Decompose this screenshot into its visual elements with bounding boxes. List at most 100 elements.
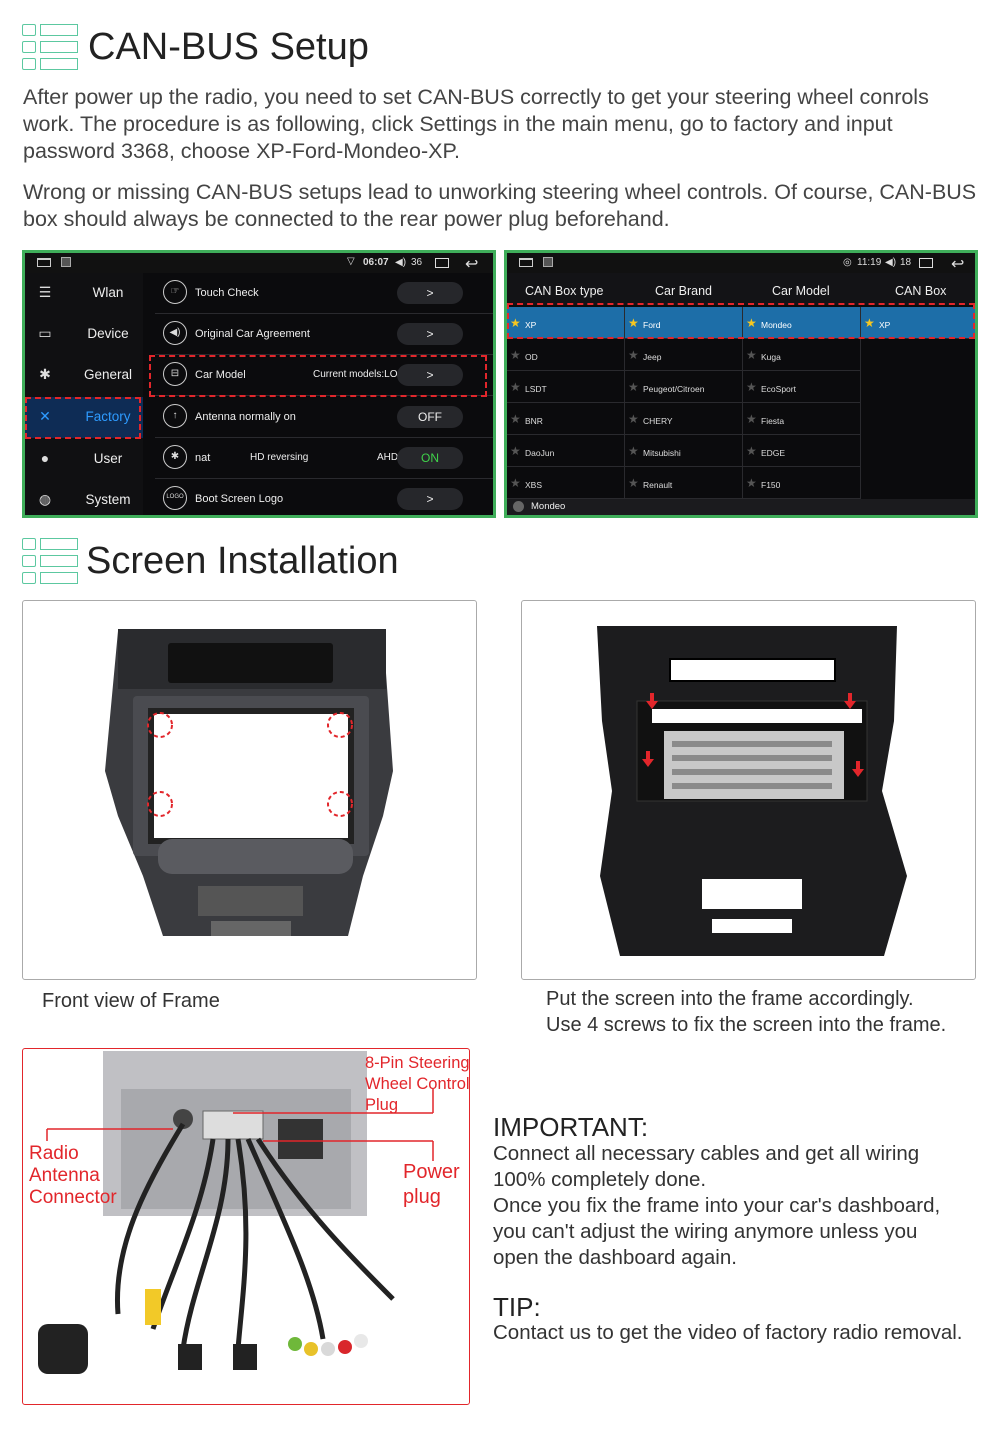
section-title: Screen Installation [86,540,399,582]
list-item[interactable]: ★Ford [625,307,743,339]
star-icon: ★ [746,412,757,426]
status-bar: ◎ 11:19 ◀) 18 ↩ [507,253,975,273]
list-item[interactable]: ★ Fiesta [743,403,861,435]
settings-row-touch-check[interactable]: ☞ Touch Check > [155,273,493,314]
sidebar-item-wlan[interactable]: ☰ Wlan [25,273,143,314]
recent-apps-icon[interactable] [919,258,933,268]
home-icon[interactable] [519,258,533,267]
factory-highlight [25,397,141,439]
sidebar-item-user[interactable]: ● User [25,439,143,480]
sidebar-item-device[interactable]: ▭ Device [25,314,143,355]
star-icon: ★ [746,348,757,362]
frame-drawing [105,629,393,936]
car-model-highlight [149,355,487,397]
item-label: BNR [525,416,543,426]
list-item[interactable]: ★XBS [507,467,625,499]
recent-apps-icon[interactable] [435,258,449,268]
list-item[interactable]: ★ Mitsubishi [625,435,743,467]
list-item[interactable]: ★XP [861,307,975,339]
back-icon[interactable]: ↩ [951,256,965,273]
device-icon: ▭ [38,325,52,341]
section-title: CAN-BUS Setup [88,26,369,68]
volume-icon: ◀) [395,257,407,268]
list-item[interactable]: ★ Kuga [743,339,861,371]
chevron-right-icon[interactable]: > [397,282,463,304]
logo-icon: LOGO [163,486,187,510]
star-icon: ★ [628,444,639,458]
important-body: Connect all necessary cables and get all… [493,1141,983,1271]
star-icon: ★ [510,412,521,426]
settings-row-original-car-agreement[interactable]: ◀) Original Car Agreement > [155,314,493,355]
body-line: Connect all necessary cables and get all… [493,1142,920,1165]
list-item[interactable]: ★EDGE [743,435,861,467]
item-label: Ford [643,320,661,330]
clock: 06:07 [363,257,389,268]
list-item[interactable]: ★CHERY [625,403,743,435]
item-label: Kuga [761,352,781,362]
row-label: Car Model [195,369,246,381]
sidebar-item-factory[interactable]: ✕ Factory [25,397,143,438]
wiring-photo [22,1048,470,1405]
antenna-toggle[interactable]: OFF [397,406,463,428]
hd-toggle[interactable]: ON [397,447,463,469]
list-item[interactable]: ★XP [507,307,625,339]
chevron-right-icon[interactable]: > [397,488,463,510]
image-icon [61,257,71,267]
item-label: XP [879,320,891,330]
column-header: Car Brand [655,284,712,298]
volume-level: 18 [900,257,912,268]
sidebar-label: User [93,451,123,466]
star-icon: ★ [628,380,639,394]
wifi-icon: ☰ [38,284,52,300]
gear-icon: ✱ [163,445,187,469]
settings-row-boot-logo[interactable]: LOGO Boot Screen Logo > [155,479,493,515]
settings-row-antenna[interactable]: ↑ Antenna normally on OFF [155,397,493,438]
list-item[interactable]: ★LSDT [507,371,625,403]
label-line: Power [403,1161,460,1183]
item-label: Fiesta [761,416,785,426]
star-icon: ★ [510,348,521,362]
star-icon: ★ [628,348,639,362]
put-caption-line2: Use 4 screws to fix the screen into the … [546,1014,947,1036]
list-item[interactable]: ★Renault [625,467,743,499]
radio-antenna-label: Radio Antenna Connector [29,1143,117,1209]
put-caption-line1: Put the screen into the frame accordingl… [546,988,914,1010]
home-icon[interactable] [37,258,51,267]
list-item[interactable]: ★Jeep [625,339,743,371]
volume-level: 36 [411,257,423,268]
row-mid-label: HD reversing [250,452,309,463]
item-label: Mitsubishi [643,448,681,458]
item-label: OD [525,352,538,362]
intro-paragraph: After power up the radio, you need to se… [23,85,929,163]
list-item[interactable]: ★Peugeot/Citroen [625,371,743,403]
list-item[interactable]: ★EcoSport [743,371,861,403]
footer-label: Mondeo [531,501,566,512]
list-item[interactable]: ★F150 [743,467,861,499]
item-label: LSDT [525,384,547,394]
item-label: EcoSport [761,384,796,394]
list-item[interactable]: ★ OD [507,339,625,371]
chevron-right-icon[interactable]: > [397,364,463,386]
list-item[interactable]: ★ BNR [507,403,625,435]
star-icon: ★ [510,316,521,330]
label-line: Plug [365,1096,399,1114]
sidebar-item-system[interactable]: ◍ System [25,480,143,515]
selection-highlight [507,303,975,339]
gear-icon: ✱ [39,366,51,382]
settings-row-hd-reversing[interactable]: ✱ nat HD reversing AHD ON [155,438,493,479]
list-item[interactable]: ★DaoJun [507,435,625,467]
item-label: Renault [643,480,673,490]
table-header: CAN Box type Car Brand Car Model CAN Box [507,273,975,305]
frame-front-photo [22,600,477,980]
star-icon: ★ [746,476,757,490]
back-icon[interactable]: ↩ [465,256,479,273]
row-value: Current models:LO [313,369,398,380]
front-caption: Front view of Frame [42,990,220,1012]
user-icon: ● [40,450,50,466]
tip-heading: TIP: [493,1292,541,1322]
star-icon: ★ [746,444,757,458]
touch-icon: ☞ [163,280,187,304]
sidebar-item-general[interactable]: ✱ General [25,355,143,396]
chevron-right-icon[interactable]: > [397,323,463,345]
globe-icon: ◍ [38,491,52,507]
